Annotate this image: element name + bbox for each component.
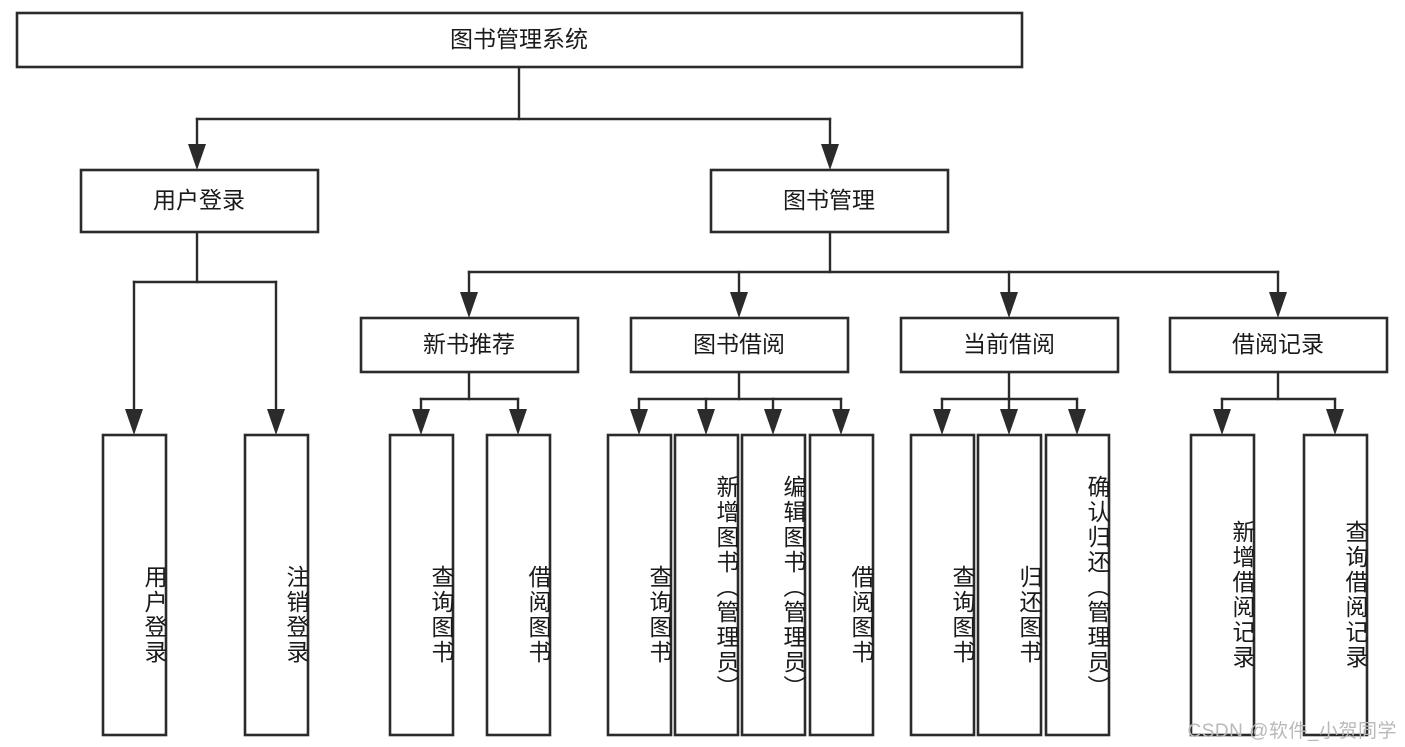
- arrow-head-book-mgmt: [821, 144, 839, 170]
- node-book-borrow-label: 图书借阅: [693, 331, 785, 357]
- node-user-login[interactable]: 用户登录: [79, 168, 320, 234]
- connector-group-borrow-to-leaves: [630, 370, 850, 435]
- node-new-book-recommend[interactable]: 新书推荐: [359, 316, 580, 374]
- node-current-borrow[interactable]: 当前借阅: [899, 316, 1120, 374]
- leaf-box-query-record[interactable]: [1302, 433, 1369, 737]
- arrow-head-leaf-add-book: [697, 409, 715, 435]
- node-borrow-record-label: 借阅记录: [1232, 331, 1324, 357]
- leaf-label-add-book: 新增图书（管理员）: [713, 474, 739, 700]
- leaf-label-borrow-book-b: 借阅图书: [848, 565, 874, 665]
- leaf-box-query-book-a[interactable]: [388, 433, 455, 737]
- node-current-borrow-label: 当前借阅: [963, 331, 1055, 357]
- leaf-box-add-book[interactable]: [673, 433, 740, 737]
- connector-group-borrow-record-to-leaves: [1213, 370, 1344, 435]
- leaf-label-add-record: 新增借阅记录: [1229, 520, 1255, 670]
- node-user-login-box[interactable]: [79, 168, 320, 234]
- leaf-box-borrow-book-a[interactable]: [485, 433, 552, 737]
- connector-group-current-borrow-to-leaves: [933, 370, 1086, 435]
- leaf-box-add-record[interactable]: [1189, 433, 1256, 737]
- node-borrow-record[interactable]: 借阅记录: [1168, 316, 1389, 374]
- node-root-system[interactable]: 图书管理系统: [15, 11, 1024, 69]
- arrow-head-borrow: [730, 292, 748, 318]
- leaf-label-borrow-book-a: 借阅图书: [525, 565, 551, 665]
- arrow-head-leaf-logout: [267, 409, 285, 435]
- arrow-head-leaf-confirm-return: [1068, 409, 1086, 435]
- arrow-head-user-login: [188, 144, 206, 170]
- node-borrow-record-box[interactable]: [1168, 316, 1389, 374]
- connector-group-user-login-to-leaves: [125, 230, 285, 435]
- arrow-head-leaf-add-record: [1213, 409, 1231, 435]
- arrow-head-current-borrow: [1000, 292, 1018, 318]
- leaf-box-query-book-c[interactable]: [909, 433, 976, 737]
- arrow-head-new-book: [460, 292, 478, 318]
- arrow-head-leaf-query-book-c: [933, 409, 951, 435]
- leaf-label-query-book-c: 查询图书: [949, 565, 975, 665]
- node-book-borrow[interactable]: 图书借阅: [629, 316, 850, 374]
- connector-group-root-to-level2: [188, 65, 839, 170]
- leaf-label-query-record: 查询借阅记录: [1342, 520, 1368, 670]
- connector-group-new-book-to-leaves: [412, 370, 527, 435]
- leaf-box-borrow-book-b[interactable]: [808, 433, 875, 737]
- leaf-box-logout[interactable]: [243, 433, 310, 737]
- leaf-box-return-book[interactable]: [976, 433, 1043, 737]
- leaf-box-confirm-return[interactable]: [1044, 433, 1111, 737]
- arrow-head-leaf-borrow-book-a: [509, 409, 527, 435]
- node-book-management-label: 图书管理: [783, 187, 875, 213]
- node-new-book-recommend-label: 新书推荐: [423, 331, 515, 357]
- arrow-head-leaf-borrow-book-b: [832, 409, 850, 435]
- leaf-label-edit-book: 编辑图书（管理员）: [780, 474, 806, 700]
- leaf-label-return-book: 归还图书: [1016, 565, 1042, 665]
- leaf-box-edit-book[interactable]: [740, 433, 807, 737]
- connector-group-book-mgmt-to-level3: [460, 230, 1287, 318]
- leaf-label-query-book-b: 查询图书: [646, 565, 672, 665]
- arrow-head-leaf-query-book-a: [412, 409, 430, 435]
- arrow-head-leaf-return-book: [1000, 409, 1018, 435]
- csdn-watermark: CSDN @软件_小贺同学: [1187, 721, 1397, 742]
- node-book-management[interactable]: 图书管理: [709, 168, 950, 234]
- leaf-label-confirm-return: 确认归还（管理员）: [1084, 474, 1110, 700]
- node-new-book-recommend-box[interactable]: [359, 316, 580, 374]
- node-user-login-label: 用户登录: [153, 187, 245, 213]
- leaf-box-user-login[interactable]: [101, 433, 168, 737]
- node-root-system-box[interactable]: [15, 11, 1024, 69]
- leaf-box-query-book-b[interactable]: [606, 433, 673, 737]
- node-root-system-label: 图书管理系统: [450, 26, 588, 52]
- arrow-head-leaf-query-record: [1326, 409, 1344, 435]
- arrow-head-borrow-record: [1269, 292, 1287, 318]
- leaf-boxes: [101, 433, 1369, 737]
- node-book-management-box[interactable]: [709, 168, 950, 234]
- node-current-borrow-box[interactable]: [899, 316, 1120, 374]
- leaf-label-query-book-a: 查询图书: [428, 565, 454, 665]
- leaf-label-user-login: 用户登录: [141, 565, 167, 665]
- node-book-borrow-box[interactable]: [629, 316, 850, 374]
- leaf-label-logout: 注销登录: [283, 565, 309, 665]
- arrow-head-leaf-edit-book: [764, 409, 782, 435]
- arrow-head-leaf-query-book-b: [630, 409, 648, 435]
- arrow-head-leaf-user-login: [125, 409, 143, 435]
